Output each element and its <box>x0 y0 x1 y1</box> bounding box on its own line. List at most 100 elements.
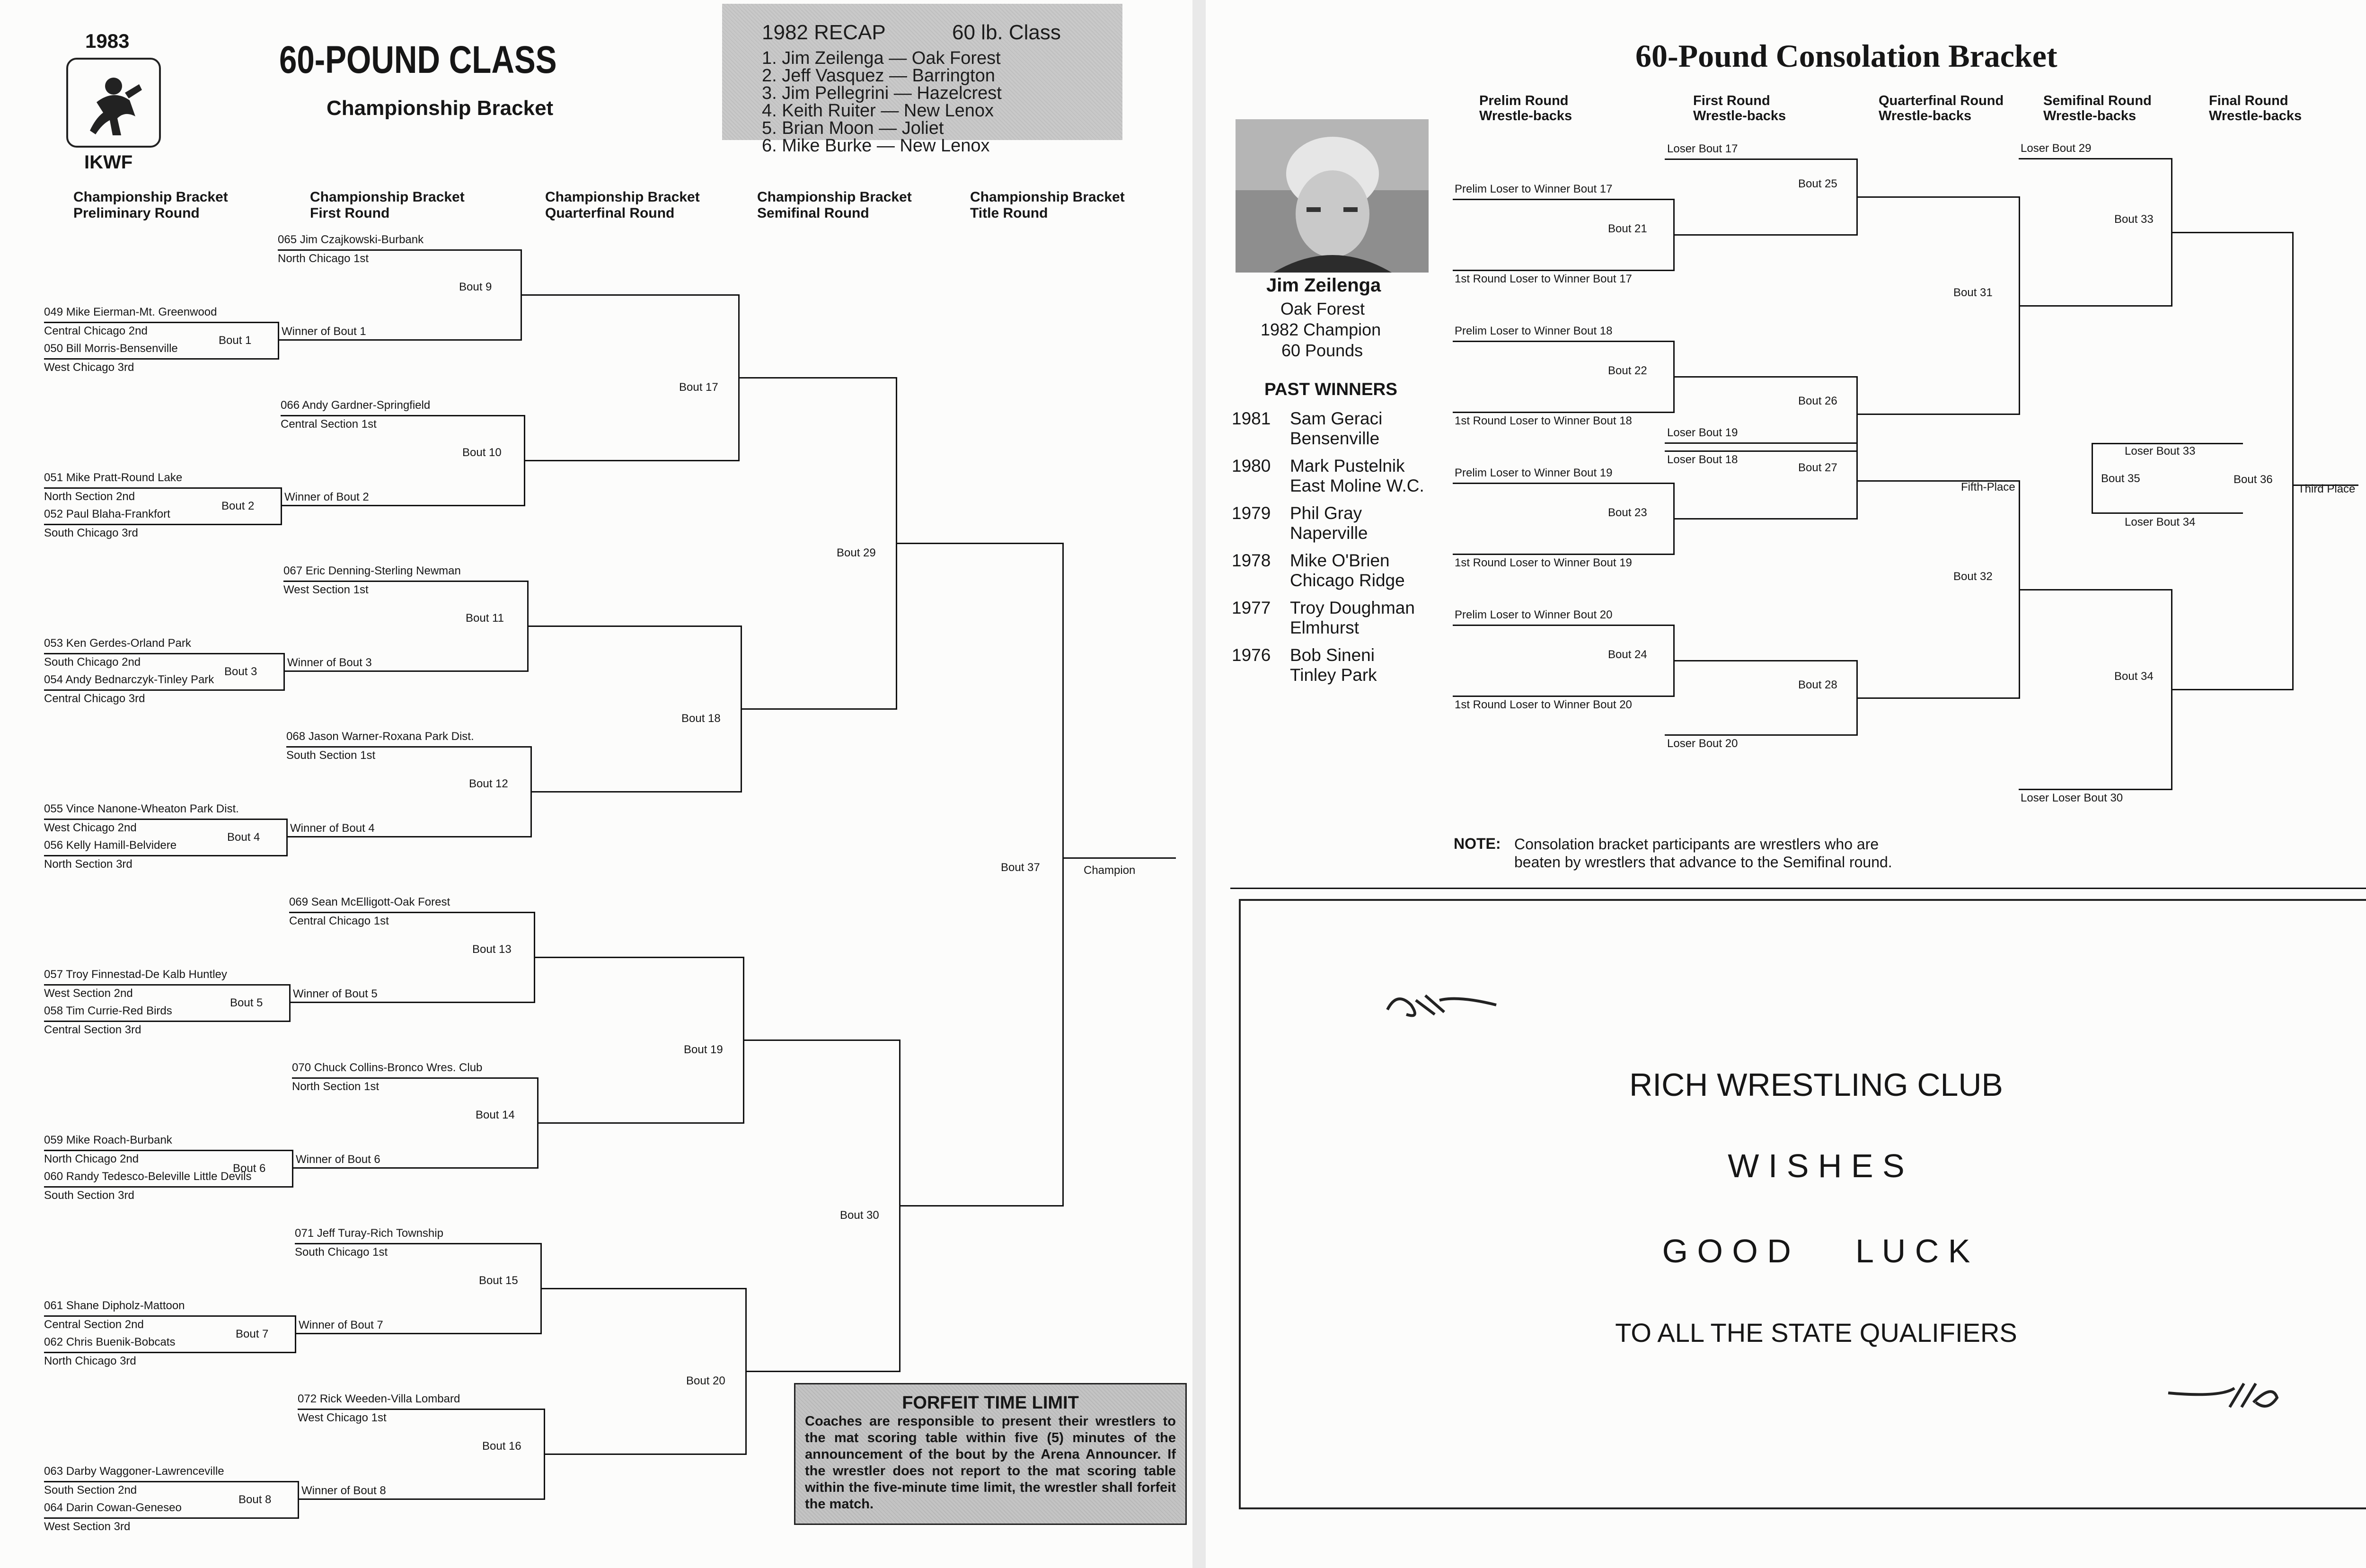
bout-label: Bout 7 <box>236 1328 269 1340</box>
bracket-line <box>1856 414 2019 415</box>
bout-label: Bout 18 <box>681 712 721 725</box>
bracket-line <box>745 1371 899 1372</box>
bout-label: Bout 6 <box>233 1162 266 1175</box>
champion-town: Oak Forest <box>1280 299 1365 318</box>
bout-label: Bout 25 <box>1798 177 1837 190</box>
consolation-slot: Prelim Loser to Winner Bout 20 <box>1455 608 1613 621</box>
bout-label: Bout 37 <box>1001 861 1040 874</box>
wrestler-name: 065 Jim Czajkowski-Burbank <box>278 233 424 246</box>
wrestler-section: West Section 3rd <box>44 1520 131 1533</box>
bracket-line <box>1673 234 1856 236</box>
third-place-label: Third Place <box>2298 483 2356 495</box>
bracket-line <box>44 1315 295 1317</box>
round-header: First Round <box>310 205 390 221</box>
bracket-line <box>281 505 524 506</box>
bout-label: Bout 17 <box>679 381 718 394</box>
round-header: Championship Bracket <box>757 189 912 205</box>
bout-label: Bout 35 <box>2101 472 2140 485</box>
round-header: Wrestle-backs <box>2209 108 2302 123</box>
bracket-line <box>289 984 291 1022</box>
bracket-line <box>2019 158 2171 159</box>
consolation-slot: Loser Bout 20 <box>1667 737 1738 750</box>
bout-label: Bout 3 <box>224 665 257 678</box>
bout-label: Bout 33 <box>2114 213 2154 226</box>
consolation-slot: 1st Round Loser to Winner Bout 17 <box>1455 273 1632 285</box>
recap-line: 5. Brian Moon — Joliet <box>762 118 944 138</box>
bracket-line <box>521 294 738 296</box>
bracket-line <box>544 1453 745 1455</box>
bout-label: Bout 16 <box>482 1440 521 1453</box>
wrestler-name: 051 Mike Pratt-Round Lake <box>44 471 183 484</box>
bracket-line <box>286 819 288 856</box>
bracket-line <box>292 1077 537 1079</box>
bracket-line <box>278 339 521 341</box>
consolation-slot: 1st Round Loser to Winner Bout 19 <box>1455 556 1632 569</box>
wrestler-name: 053 Ken Gerdes-Orland Park <box>44 637 191 650</box>
bracket-line <box>286 746 530 748</box>
wrestler-section: Central Chicago 2nd <box>44 325 148 337</box>
year-label: 1983 <box>85 30 130 52</box>
recap-line: 3. Jim Pellegrini — Hazelcrest <box>762 83 1002 103</box>
past-name: Bob Sineni <box>1290 645 1375 665</box>
bracket-line <box>1856 196 2019 198</box>
round-header: Championship Bracket <box>310 189 465 205</box>
bout-label: Bout 36 <box>2234 473 2273 486</box>
bracket-line <box>278 249 521 251</box>
bracket-line <box>537 1122 743 1124</box>
bracket-line <box>1453 199 1673 200</box>
round-header: Preliminary Round <box>73 205 200 221</box>
round-header: Semifinal Round <box>757 205 869 221</box>
consolation-slot: 1st Round Loser to Winner Bout 20 <box>1455 698 1632 711</box>
winner-label: Winner of Bout 7 <box>299 1319 383 1331</box>
bracket-line <box>2171 232 2292 233</box>
round-header: Title Round <box>970 205 1048 221</box>
wrestler-section: North Chicago 3rd <box>44 1355 136 1367</box>
bracket-line <box>283 670 527 672</box>
bout-label: Bout 14 <box>476 1109 515 1121</box>
past-winners-title: PAST WINNERS <box>1264 379 1397 399</box>
wrestler-section: West Chicago 3rd <box>44 361 134 374</box>
bracket-line <box>1062 543 1064 1207</box>
wrestler-section: South Section 2nd <box>44 1484 137 1497</box>
wrestler-section: North Section 2nd <box>44 490 135 503</box>
bracket-line <box>2019 789 2171 790</box>
bout-label: Bout 9 <box>459 281 492 293</box>
round-header: Championship Bracket <box>545 189 700 205</box>
bout-label: Bout 28 <box>1798 678 1837 691</box>
bracket-line <box>44 984 289 986</box>
bracket-line <box>527 625 741 627</box>
past-year: 1981 <box>1232 409 1271 428</box>
bracket-line <box>530 791 741 793</box>
bracket-line <box>2092 512 2243 514</box>
bout-label: Bout 5 <box>230 996 263 1009</box>
bracket-line <box>1665 442 1856 444</box>
past-town: Tinley Park <box>1290 665 1377 685</box>
bracket-line <box>1453 625 1673 626</box>
bracket-line <box>1665 734 1856 736</box>
bracket-line <box>44 1352 295 1353</box>
wrestler-name: 062 Chris Buenik-Bobcats <box>44 1336 176 1348</box>
winner-label: Winner of Bout 3 <box>287 656 372 669</box>
bracket-line <box>295 1315 296 1353</box>
wrestler-name: 072 Rick Weeden-Villa Lombard <box>298 1392 460 1405</box>
ad-text: W I S H E S <box>1728 1147 1905 1184</box>
wrestler-section: South Chicago 3rd <box>44 527 138 539</box>
bracket-line <box>2019 589 2171 590</box>
recap-class: 60 lb. Class <box>952 21 1061 44</box>
ornament-icon <box>2163 1374 2282 1419</box>
bracket-line <box>298 1498 544 1500</box>
bracket-line <box>2019 305 2171 307</box>
wrestler-section: North Section 1st <box>292 1080 380 1093</box>
note-text: Consolation bracket participants are wre… <box>1514 836 1879 853</box>
page-divider <box>1230 888 2366 889</box>
bracket-line <box>2292 232 2294 690</box>
consolation-slot: Prelim Loser to Winner Bout 17 <box>1455 183 1613 195</box>
bout-label: Bout 26 <box>1798 395 1837 407</box>
bracket-line <box>298 1481 299 1519</box>
consolation-slot: Loser Bout 33 <box>2125 445 2196 458</box>
note-label: NOTE: <box>1454 835 1501 852</box>
